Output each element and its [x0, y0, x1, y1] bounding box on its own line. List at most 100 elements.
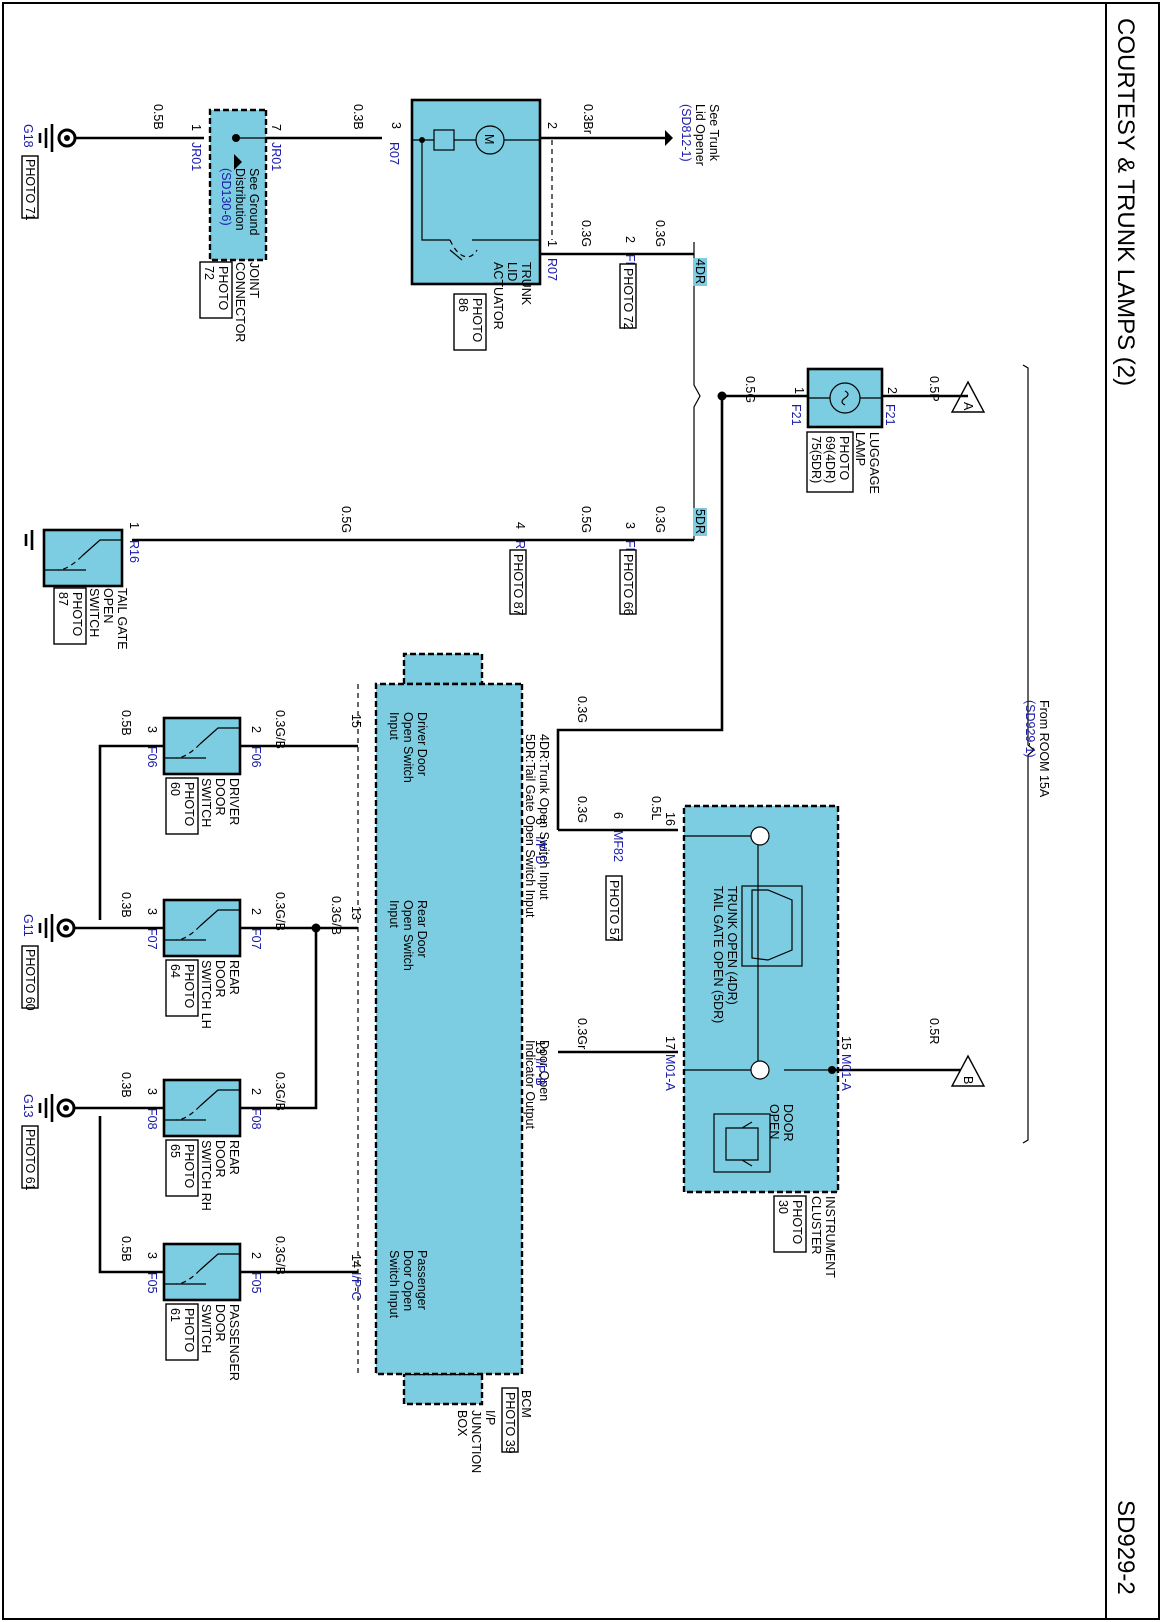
cluster-photo-2: 30: [776, 1200, 790, 1214]
trunk-actuator-body: [410, 98, 542, 286]
actuator-label-1: TRUNK: [519, 262, 533, 306]
bcm-driver-3: Input: [387, 712, 401, 740]
rearlh-conn-bottom: F07: [145, 928, 159, 950]
rearlh-switch-body: [162, 898, 242, 958]
cluster-conn-17: M01-A: [663, 1054, 677, 1091]
driver-pin3: 3: [145, 726, 159, 733]
pass-photo-1: PHOTO: [182, 1308, 196, 1352]
actuator-photo-2: 86: [456, 298, 470, 312]
g13-name: G13: [21, 1094, 35, 1118]
wire-4dr-5dr-split: [693, 242, 701, 540]
luggage-conn-bottom: F21: [789, 404, 803, 426]
rearlh-conn-top: F07: [249, 928, 263, 950]
bcm-photo-box: [501, 1387, 519, 1453]
bcm-driver-1: Driver Door: [415, 712, 429, 776]
g11-photo-box: [21, 945, 39, 1009]
bcm-pass-3: Switch Input: [387, 1250, 401, 1319]
rearrh-pin2: 2: [249, 1088, 263, 1095]
cluster-label-2: CLUSTER: [809, 1196, 823, 1254]
wire-label-03g-fr91: 0.3G: [653, 220, 667, 247]
rear-junction-wire-label: 0.3G/B: [329, 896, 343, 935]
rearlh-pin2: 2: [249, 908, 263, 915]
wire-trunk-to-bcm: [556, 396, 724, 830]
luggage-photo-box: [806, 431, 854, 493]
joint-pin7: 7: [269, 124, 283, 131]
tag-5dr: 5DR: [693, 509, 707, 534]
rearlh-photo-2: 64: [168, 964, 182, 978]
motor-letter-icon: M: [482, 134, 496, 144]
fr91-pin: 2: [623, 236, 637, 243]
bcm-pin14: 14: [349, 1254, 363, 1268]
mf82-pin: 6: [611, 812, 625, 819]
fr92-pin: 3: [623, 522, 637, 529]
fr91-photo-box: [619, 263, 637, 329]
rearlh-switch-icon: [164, 909, 240, 941]
g11-ground-center: [63, 925, 69, 931]
wire-label-05p: 0.5P: [927, 376, 941, 402]
rearlh-wire-left: 0.3B: [119, 892, 133, 918]
driver-switch-body: [162, 716, 242, 776]
tailgate-photo-2: 87: [56, 592, 70, 606]
tailgate-conn: R16: [127, 540, 141, 563]
rr91-photo: PHOTO 87: [511, 554, 525, 616]
door-open-car-icon: [713, 1113, 771, 1173]
pass-label-1: PASSENGER: [227, 1304, 241, 1381]
pass-label-2: DOOR: [213, 1304, 227, 1342]
door-open-car-shape: [725, 1121, 759, 1167]
luggage-pin1: 1: [792, 387, 806, 394]
wire-label-05g-rr91: 0.5G: [339, 506, 353, 533]
actuator-conn-right: R07: [545, 258, 559, 281]
bcm-label: BCM: [519, 1390, 533, 1418]
pass-photo-box: [165, 1303, 199, 1361]
luggage-label-2: LAMP: [853, 432, 867, 466]
actuator-switch-icon: [449, 239, 478, 258]
lamp-filament: [841, 390, 849, 406]
wire-label-05r: 0.5R: [927, 1018, 941, 1044]
cluster-photo-box: [773, 1195, 807, 1253]
wire-label-05b-g18: 0.5B: [151, 104, 165, 130]
wire-label-05l: 0.5L: [649, 796, 663, 820]
trunk-opener-arrow: [665, 130, 673, 146]
actuator-label-2: LID: [505, 262, 519, 281]
joint-connector-body: [208, 108, 268, 262]
pass-switch-body: [162, 1242, 242, 1302]
bcm-ipc: I/P-C: [349, 1272, 363, 1300]
tag-4dr: 4DR: [693, 259, 707, 284]
mf82-name: MF82: [611, 830, 625, 862]
tailgate-switch-dash: [57, 555, 83, 571]
actuator-conn-left: R07: [387, 142, 401, 165]
rearrh-wire-right: 0.3G/B: [273, 1072, 287, 1111]
bcm-pin15: 15: [349, 714, 363, 728]
cluster-conn-15: M01-A: [839, 1054, 853, 1091]
rr91-pin: 4: [513, 522, 527, 529]
rearrh-conn-bottom: F08: [145, 1108, 159, 1130]
cluster-pin17: 17: [663, 1036, 677, 1050]
tailgate-label-3: SWITCH: [87, 588, 101, 637]
trunk-see-2: Lid Opener: [693, 104, 707, 166]
driver-conn-top: F06: [249, 746, 263, 768]
wire-label-03g-actuator: 0.3G: [579, 220, 593, 247]
bcm-trunk-in-1: 4DR:Trunk Open Switch Input: [537, 734, 551, 900]
bcm-ipd: I/P-D: [533, 836, 547, 864]
feed-source-text: From ROOM 15A: [1037, 700, 1051, 798]
rearlh-label-1: REAR: [227, 960, 241, 995]
bcm-pass-2: Door Open: [401, 1250, 415, 1311]
bcm-body: [374, 682, 524, 1376]
g13-photo-box: [21, 1125, 39, 1189]
bcm-pass-1: Passenger: [415, 1250, 429, 1310]
rearlh-pin3: 3: [145, 908, 159, 915]
pass-wire-right: 0.3G/B: [273, 1236, 287, 1275]
actuator-photo-box: [453, 293, 487, 351]
driver-photo-1: PHOTO: [182, 782, 196, 826]
trunk-open-indicator-icon: [750, 826, 770, 846]
bcm-box-3: BOX: [455, 1410, 469, 1437]
feed-b-letter: B: [961, 1076, 975, 1084]
g18-ground-center: [64, 135, 70, 141]
driver-photo-2: 60: [168, 782, 182, 796]
luggage-photo-1: PHOTO: [837, 436, 851, 480]
driver-label-2: DOOR: [213, 778, 227, 816]
rearrh-label-3: SWITCH RH: [199, 1140, 213, 1211]
pass-wire-left: 0.5B: [119, 1236, 133, 1262]
diagram-code: SD929-2: [1112, 1500, 1139, 1595]
